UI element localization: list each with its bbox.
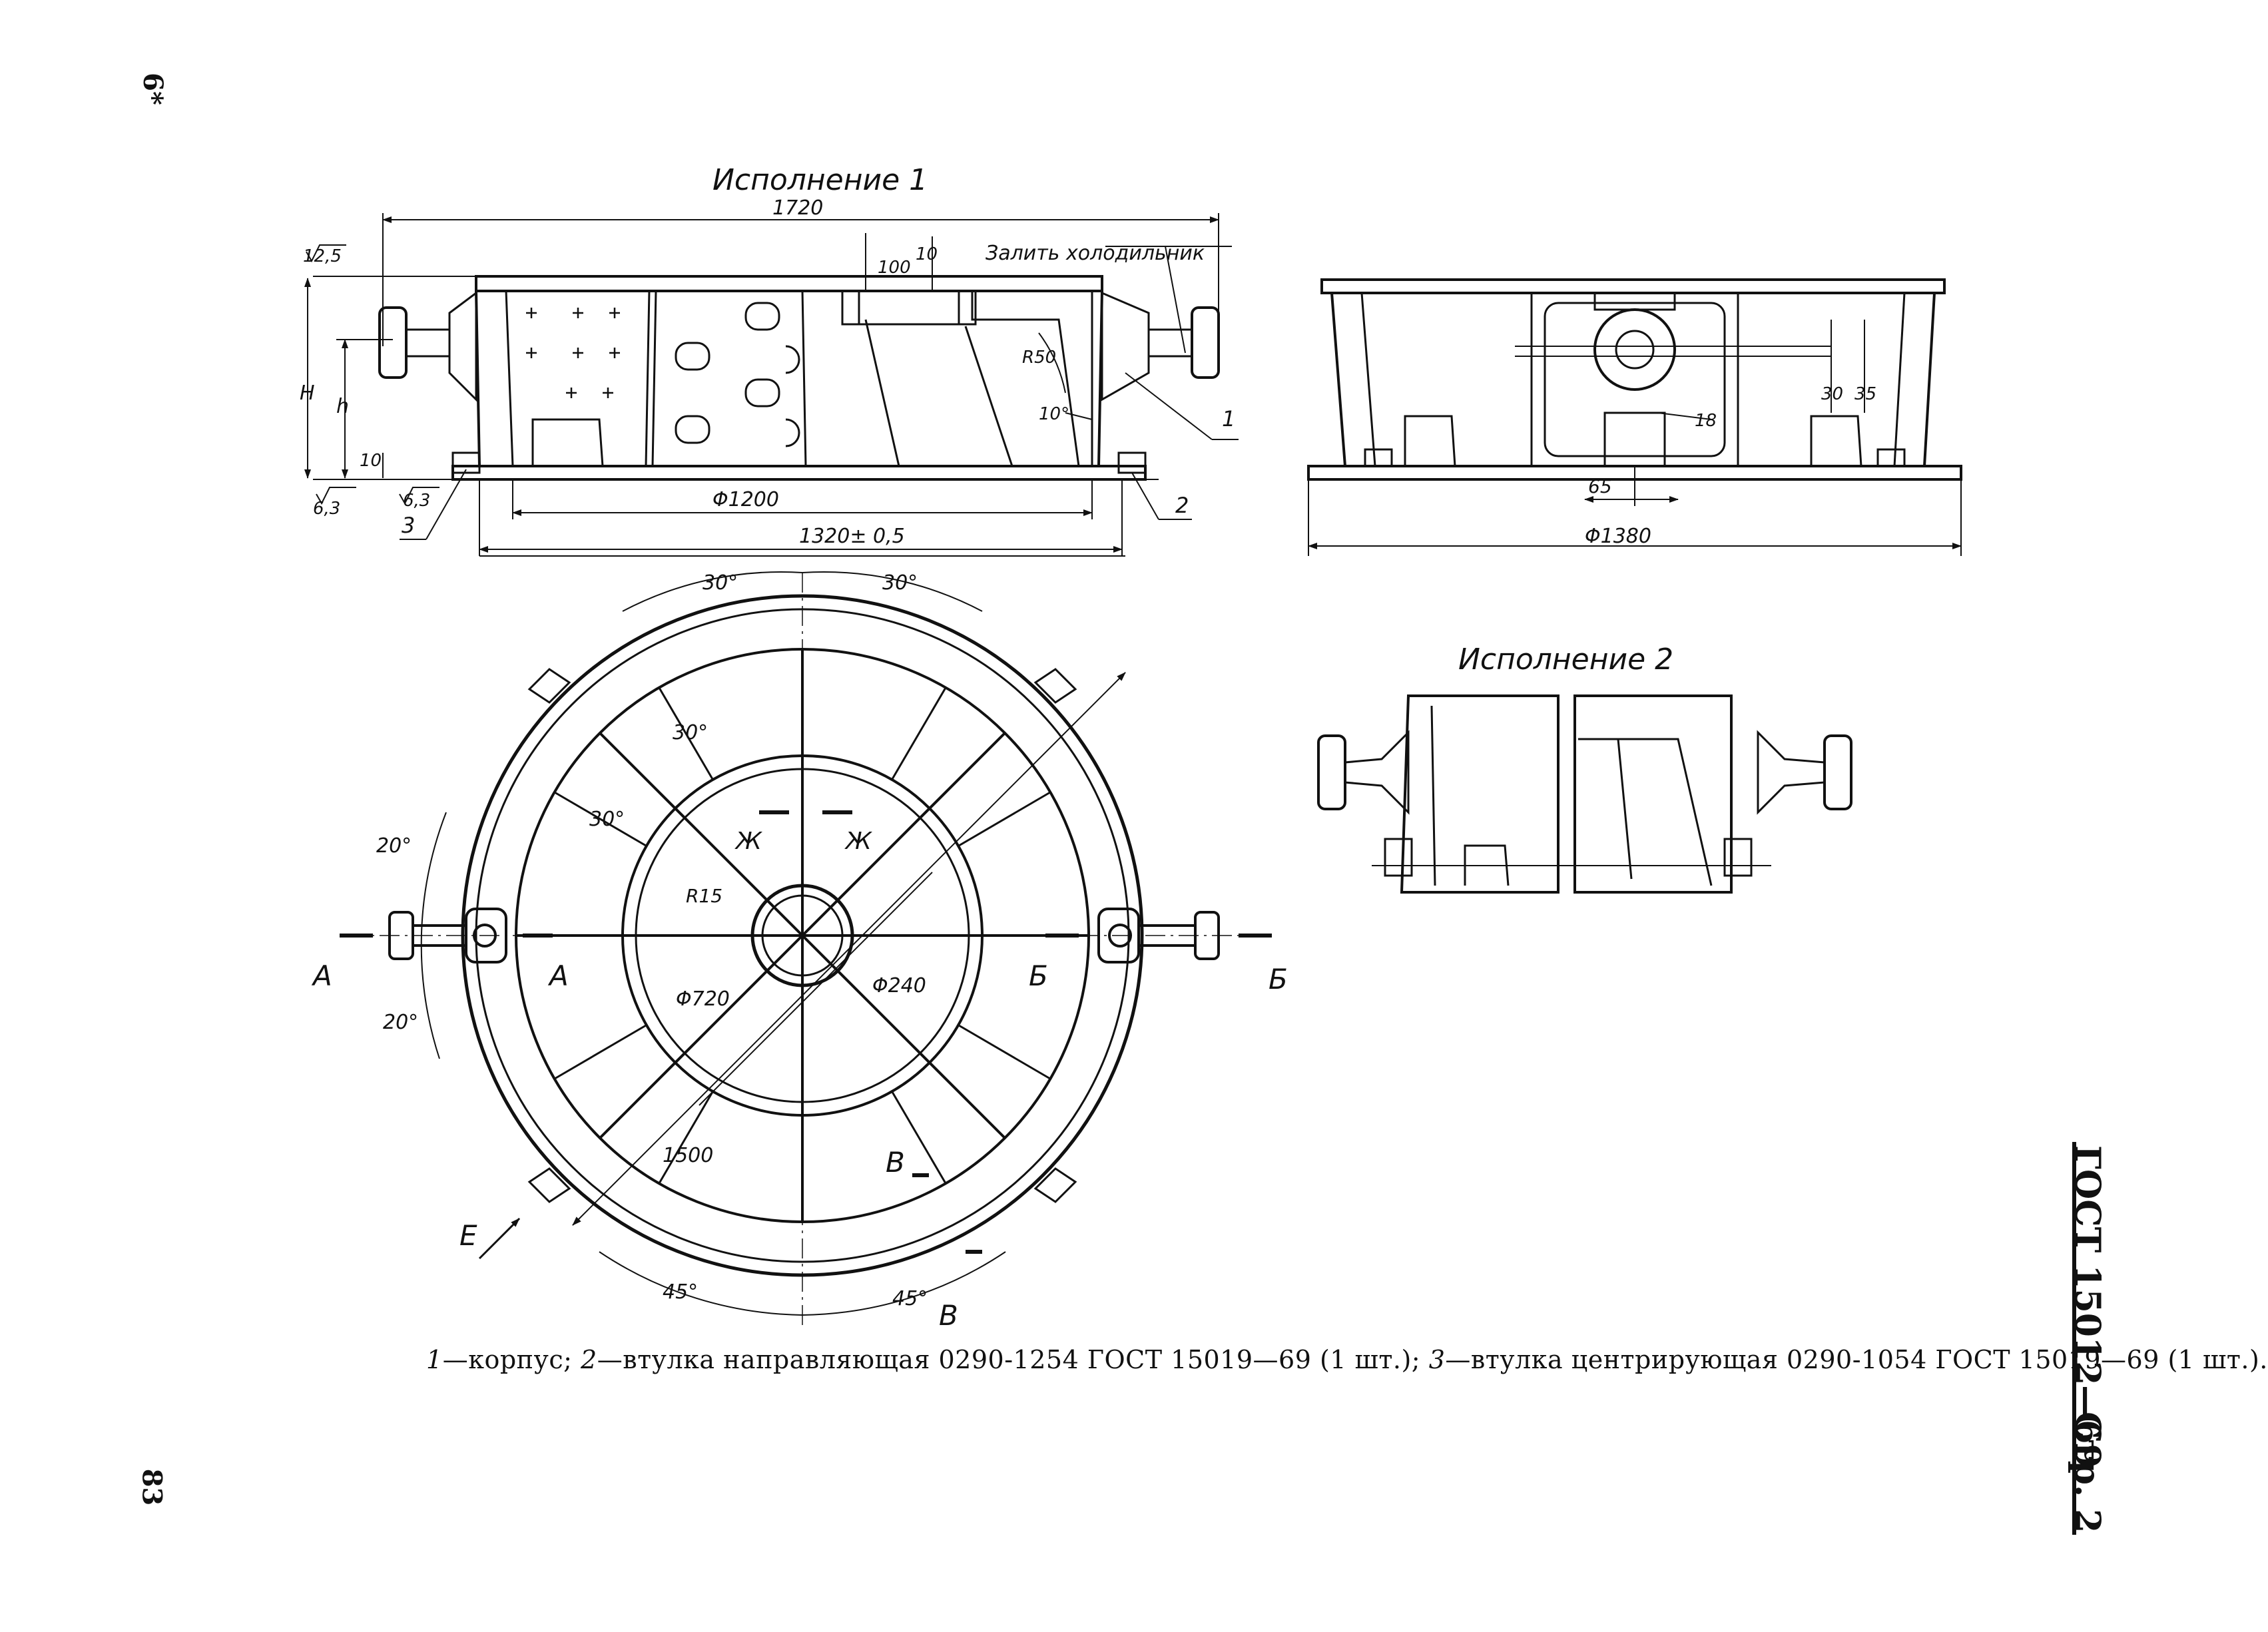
view-e: Е — [459, 1219, 477, 1252]
dim-1720: 1720 — [772, 196, 823, 220]
caption-text-2: —втулка направляющая 0290-1254 ГОСТ 1501… — [597, 1345, 1429, 1374]
variant1-title: Исполнение 1 — [712, 163, 928, 197]
bottom-margin-mark: 83 — [136, 1468, 168, 1506]
dim-H: H — [300, 382, 315, 405]
callout-3: 3 — [402, 513, 415, 538]
dim-18: 18 — [1695, 411, 1717, 431]
rough-left2: 6,3 — [403, 491, 430, 511]
callout-1: 1 — [1222, 406, 1235, 431]
caption-num-2: 2 — [581, 1345, 597, 1374]
dim-100: 100 — [878, 258, 911, 278]
margin-rule — [2072, 1142, 2076, 1535]
angle-30-top-right: 30° — [882, 571, 918, 595]
section-zh-right: Ж — [844, 828, 873, 855]
dim-30: 30 — [1821, 384, 1843, 404]
rough-top: 12,5 — [303, 246, 342, 266]
chill-note: Залить холодильник — [986, 242, 1205, 265]
callout-2: 2 — [1175, 493, 1189, 518]
angle-20-top: 20° — [376, 834, 412, 858]
angle-45-left: 45° — [663, 1280, 698, 1304]
dim-1320: 1320± 0,5 — [799, 525, 905, 548]
dim-65: 65 — [1588, 475, 1612, 497]
dim-r50: R50 — [1022, 348, 1056, 368]
section-b-left: Б — [1029, 959, 1048, 992]
parts-caption: 1—корпус; 2—втулка направляющая 0290-125… — [426, 1345, 2267, 1374]
caption-text-1: —корпус; — [442, 1345, 581, 1374]
dim-h: h — [336, 395, 349, 418]
angle-30-inner-b: 30° — [589, 808, 625, 831]
dim-d1380: Φ1380 — [1585, 525, 1651, 548]
section-v-top: В — [886, 1146, 905, 1179]
dim-d240: Φ240 — [872, 974, 926, 997]
variant2-view — [1317, 694, 1852, 894]
section-v-bottom: В — [939, 1299, 958, 1332]
angle-10: 10° — [1039, 404, 1069, 424]
technical-drawing: Исполнение 1 1720 Залить холодильник 12,… — [300, 163, 1962, 1332]
variant1-front-view — [304, 213, 1239, 557]
angle-30-inner-a: 30° — [673, 721, 708, 744]
top-margin-mark: 6* — [137, 73, 168, 105]
dim-d1200: Φ1200 — [712, 488, 779, 511]
dim-10-base: 10 — [360, 451, 382, 471]
angle-20-bottom: 20° — [383, 1011, 418, 1034]
dim-35: 35 — [1854, 384, 1876, 404]
dim-1500: 1500 — [663, 1144, 713, 1167]
caption-num-1: 1 — [426, 1345, 443, 1374]
dim-10-top: 10 — [916, 244, 938, 264]
caption-num-3: 3 — [1428, 1345, 1446, 1374]
caption-text-3: —втулка центрирующая 0290-1054 ГОСТ 1501… — [1445, 1345, 2268, 1374]
angle-45-right: 45° — [892, 1287, 928, 1310]
section-a-right: А — [547, 959, 569, 992]
variant1-side-view — [1307, 278, 1962, 556]
section-b-right: Б — [1269, 963, 1288, 995]
plan-view — [340, 571, 1272, 1325]
angle-30-top-left: 30° — [703, 571, 738, 595]
dim-d720: Φ720 — [676, 987, 730, 1011]
rough-left: 6,3 — [313, 499, 340, 519]
dim-r15: R15 — [686, 885, 722, 907]
variant2-title: Исполнение 2 — [1458, 643, 1673, 677]
section-zh-left: Ж — [734, 828, 763, 855]
section-a-left: А — [311, 959, 332, 992]
